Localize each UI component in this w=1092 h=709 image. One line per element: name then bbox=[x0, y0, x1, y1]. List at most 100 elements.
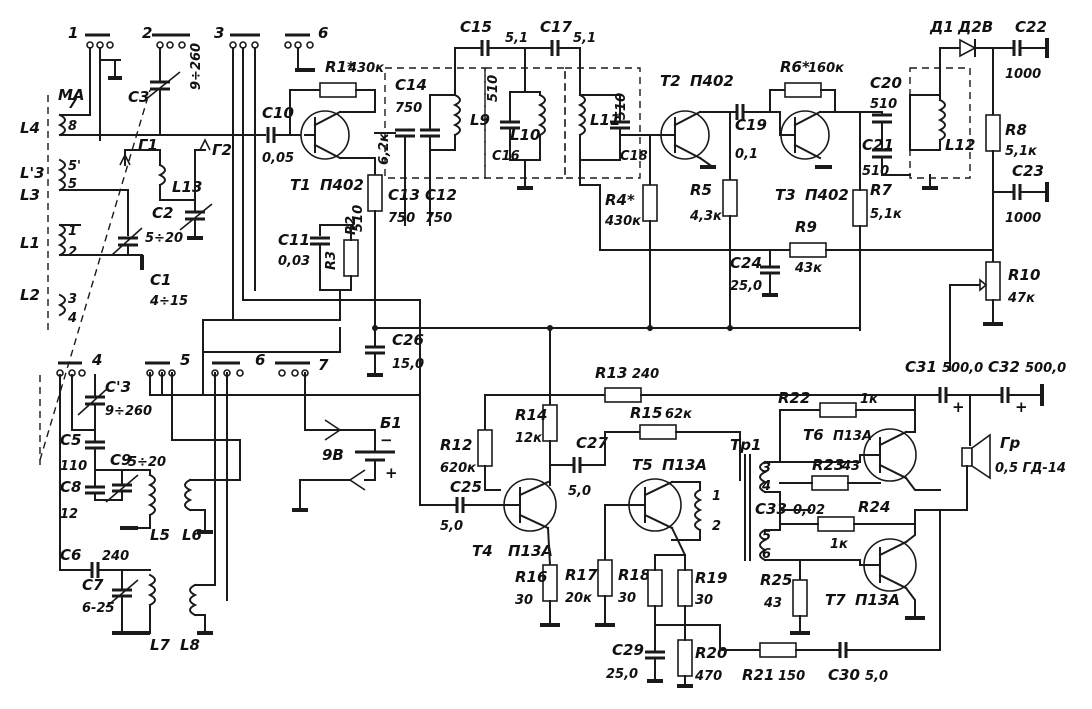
label-T4: T4 bbox=[472, 542, 493, 560]
label-C22: C22 bbox=[1015, 18, 1047, 36]
resistor-R2 bbox=[367, 174, 383, 212]
label-L5: L5 bbox=[150, 526, 170, 544]
value-C9: 5÷20 bbox=[128, 455, 166, 470]
resistor-R6 bbox=[784, 82, 822, 98]
label-R3: R3 bbox=[324, 251, 339, 270]
switch-number-5: 5 bbox=[180, 351, 190, 369]
value-R5: 4,3к bbox=[689, 209, 723, 224]
label-C7: C7 bbox=[82, 576, 104, 594]
tp-pin-2: 2 bbox=[712, 519, 721, 534]
resistor-R24 bbox=[817, 516, 855, 532]
label-R16: R16 bbox=[515, 568, 547, 586]
label-C1: C1 bbox=[150, 271, 171, 289]
value-T2: П402 bbox=[690, 72, 734, 90]
tp-pin-3: 3 bbox=[762, 461, 771, 476]
value-R18: 30 bbox=[618, 591, 636, 606]
label-C24: C24 bbox=[730, 254, 762, 272]
value-C17: 5,1 bbox=[573, 31, 596, 46]
switch-number-4: 4 bbox=[91, 351, 102, 369]
capacitor-C26-group: C26 15,0 bbox=[365, 327, 424, 377]
value-C16-top: 510 bbox=[486, 75, 501, 102]
value-R7: 5,1к bbox=[870, 207, 903, 222]
label-L13: L13 bbox=[172, 178, 202, 196]
coil-pin-1: 1 bbox=[68, 224, 77, 239]
value-C23: 1000 bbox=[1005, 211, 1041, 226]
label-C25: C25 bbox=[450, 478, 482, 496]
value-C18: 510 bbox=[614, 93, 629, 120]
battery-minus: − bbox=[380, 431, 393, 449]
coil-pin-3: 3 bbox=[68, 292, 77, 307]
battery-plus: + bbox=[385, 464, 398, 482]
label-L9: L9 bbox=[470, 111, 490, 129]
label-R5: R5 bbox=[690, 181, 712, 199]
value-R16: 30 bbox=[515, 593, 533, 608]
label-R9: R9 bbox=[795, 218, 817, 236]
value-T4: П13А bbox=[508, 542, 553, 560]
value-Gr: 0,5 ГД-14 bbox=[995, 461, 1066, 476]
label-T5: T5 bbox=[632, 456, 653, 474]
value-C2: 5÷20 bbox=[145, 231, 183, 246]
value-C8: 12 bbox=[60, 507, 78, 522]
value-T1: П402 bbox=[320, 176, 364, 194]
value-T5: П13А bbox=[662, 456, 707, 474]
label-T7: T7 bbox=[825, 591, 846, 609]
label-Gr: Гр bbox=[1000, 434, 1021, 452]
value-C30: 5,0 bbox=[865, 669, 888, 684]
switch-contacts-bottom: 4 5 6 7 bbox=[56, 319, 341, 396]
coil-pin-7: 7 bbox=[68, 97, 78, 112]
resistor-R13 bbox=[604, 387, 642, 403]
detector: L12 Д1 Д2В C22 1000 R8 5,1к C23 1000 bbox=[372, 18, 1049, 371]
value-C24: 25,0 bbox=[730, 279, 762, 294]
value-C11: 0,03 bbox=[278, 254, 310, 269]
label-R8: R8 bbox=[1005, 121, 1027, 139]
value-R22: 1к bbox=[860, 392, 879, 407]
value-C19: 0,1 bbox=[735, 147, 758, 162]
label-C14: C14 bbox=[395, 76, 427, 94]
label-L2: L2 bbox=[20, 286, 40, 304]
value-R10: 47к bbox=[1007, 291, 1036, 306]
value-T7: П13А bbox=[855, 591, 900, 609]
label-L12: L12 bbox=[945, 136, 975, 154]
value-R6: 160к bbox=[808, 61, 845, 76]
resistor-R3 bbox=[343, 239, 359, 277]
label-Tp1: Тр1 bbox=[730, 436, 761, 454]
value-C27: 5,0 bbox=[568, 484, 591, 499]
value-R25: 43 bbox=[763, 596, 782, 611]
label-T3: T3 bbox=[775, 186, 796, 204]
if-filter: C14 750 L9 C13 750 C12 750 C15 5,1 C17 5… bbox=[374, 18, 648, 251]
coil-pin-8: 8 bbox=[68, 119, 77, 134]
coil-pin-4: 4 bbox=[67, 311, 77, 326]
value-T3: П402 bbox=[805, 186, 849, 204]
label-C2: C2 bbox=[152, 204, 173, 222]
label-C5: C5 bbox=[60, 431, 81, 449]
resistor-R5 bbox=[722, 179, 738, 217]
resistor-R8 bbox=[985, 114, 1001, 152]
value-R12: 620к bbox=[440, 461, 477, 476]
label-R20: R20 bbox=[695, 644, 727, 662]
label-C31: C31 bbox=[905, 358, 937, 376]
label-D1: Д1 bbox=[929, 18, 954, 36]
value-R8: 5,1к bbox=[1005, 144, 1038, 159]
label-C3p: C'3 bbox=[105, 378, 131, 396]
resistor-R19 bbox=[677, 569, 693, 607]
value-C26: 15,0 bbox=[392, 357, 424, 372]
label-G1: Г1 bbox=[138, 136, 158, 154]
label-G2: Г2 bbox=[212, 141, 232, 159]
resistor-R18 bbox=[597, 559, 613, 597]
label-C3: C3 bbox=[128, 88, 149, 106]
tp-pin-4: 4 bbox=[761, 479, 771, 494]
label-R14: R14 bbox=[515, 406, 547, 424]
value-C6: 240 bbox=[102, 549, 129, 564]
label-R21: R21 bbox=[742, 666, 774, 684]
c32-plus: + bbox=[1015, 398, 1028, 416]
value-C15: 5,1 bbox=[505, 31, 528, 46]
transistor-T1 bbox=[300, 110, 350, 160]
value-D1: Д2В bbox=[957, 18, 993, 36]
tp-pin-5: 5 bbox=[762, 529, 771, 544]
value-C7: 6-25 bbox=[82, 601, 115, 616]
switch-number-2: 2 bbox=[142, 24, 152, 42]
label-C6: C6 bbox=[60, 546, 81, 564]
value-C13: 750 bbox=[388, 211, 415, 226]
value-R19: 30 bbox=[695, 593, 713, 608]
